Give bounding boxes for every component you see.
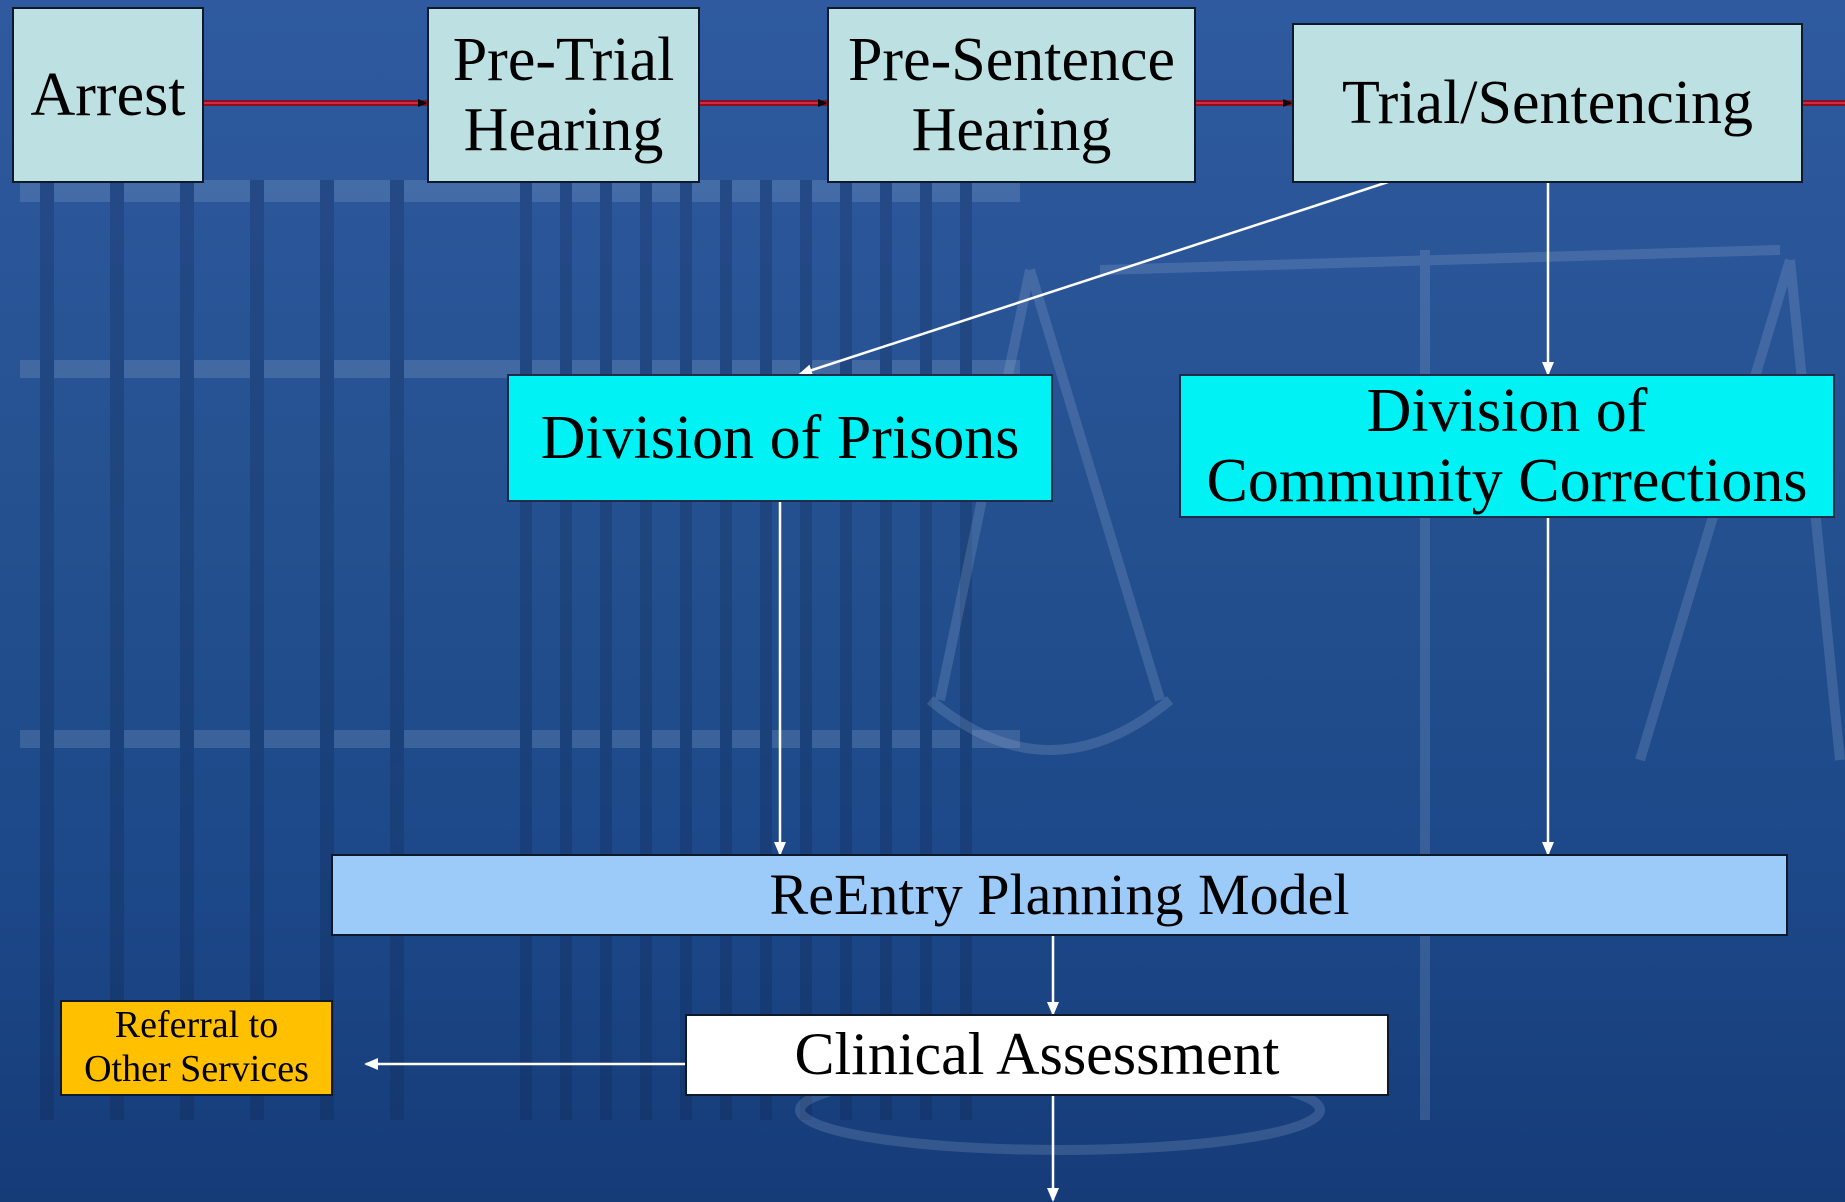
referral-to-other-services: Referral to Other Services xyxy=(60,1000,333,1096)
reentry-planning-model-label: ReEntry Planning Model xyxy=(769,862,1350,928)
division-of-prisons-label: Division of Prisons xyxy=(540,403,1020,472)
stage-pre-trial-hearing-label: Pre-Trial Hearing xyxy=(452,25,675,164)
division-of-community-corrections: Division of Community Corrections xyxy=(1179,374,1835,518)
stage-trial-sentencing: Trial/Sentencing xyxy=(1292,23,1803,183)
stage-arrest-label: Arrest xyxy=(30,60,186,129)
clinical-assessment: Clinical Assessment xyxy=(685,1014,1389,1096)
stage-arrest: Arrest xyxy=(12,7,204,183)
reentry-planning-model: ReEntry Planning Model xyxy=(331,854,1788,936)
stage-pre-trial-hearing: Pre-Trial Hearing xyxy=(427,7,700,183)
stage-pre-sentence-hearing: Pre-Sentence Hearing xyxy=(827,7,1196,183)
clinical-assessment-label: Clinical Assessment xyxy=(794,1021,1280,1088)
referral-to-other-services-label: Referral to Other Services xyxy=(84,1004,309,1090)
division-of-prisons: Division of Prisons xyxy=(507,374,1053,502)
division-of-community-corrections-label: Division of Community Corrections xyxy=(1206,376,1808,515)
jail-bars-illustration xyxy=(20,180,1020,1120)
stage-trial-sentencing-label: Trial/Sentencing xyxy=(1341,68,1754,137)
stage-pre-sentence-hearing-label: Pre-Sentence Hearing xyxy=(847,25,1176,164)
